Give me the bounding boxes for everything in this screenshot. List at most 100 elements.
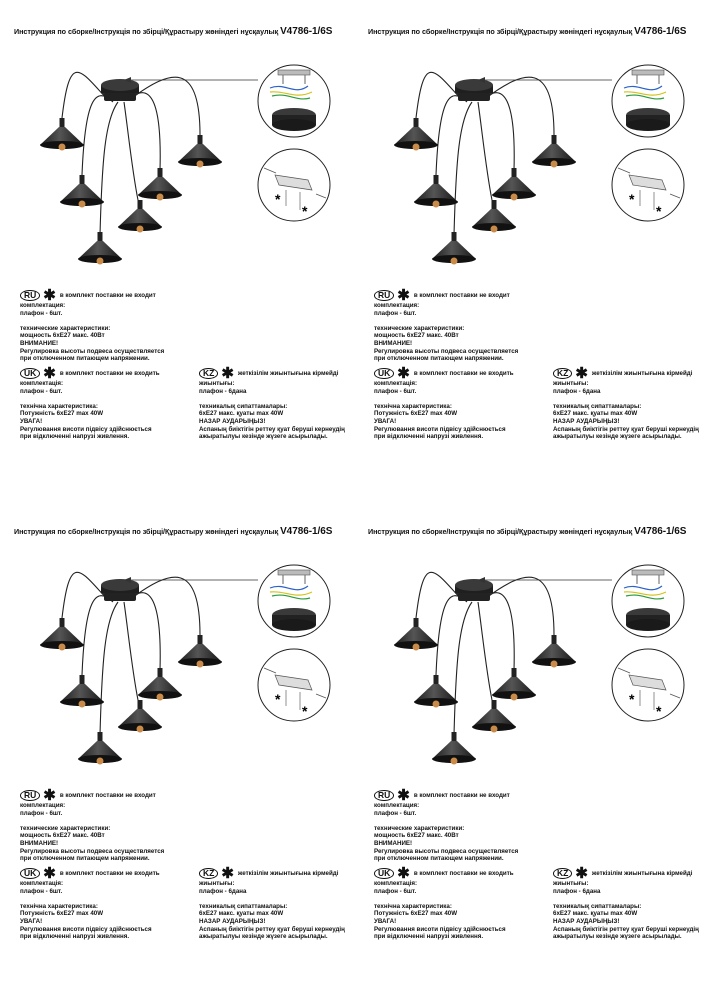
uk-section: UK✱в комплект поставки не входить компле… <box>20 864 160 941</box>
uk-badge: UK <box>374 868 395 879</box>
ru-line: комплектация: <box>374 802 420 809</box>
ru-line: мощность 6хЕ27 макс. 40Вт <box>374 332 459 340</box>
uk-line: комплектація: <box>20 880 64 887</box>
uk-line: УВАГА! <box>20 917 43 925</box>
uk-line: Потужність 6хЕ27 max 40W <box>20 910 104 918</box>
star-icon: ✱ <box>397 864 410 882</box>
ru-line: при отключенном питающем напряжении. <box>374 355 504 363</box>
ru-line: мощность 6хЕ27 макс. 40Вт <box>20 332 105 340</box>
model-number: V4786-1/6S <box>280 526 333 537</box>
ru-line <box>20 317 164 325</box>
star-icon: ✱ <box>43 786 56 804</box>
kz-line: НАЗАР АУДАРЫҢЫЗ! <box>199 917 266 925</box>
kz-line: техникалық сипаттамалары: <box>199 402 288 410</box>
title-text: Инструкция по сборке/Інструкція по збірц… <box>368 527 635 536</box>
uk-line <box>20 895 160 903</box>
ru-line: комплектация: <box>374 302 420 309</box>
ru-line: при отключенном питающем напряжении. <box>374 855 504 863</box>
callout-arrow <box>124 577 258 583</box>
kz-line <box>553 395 699 403</box>
kz-not-included: жеткізілім жиынтығына кірмейді <box>237 370 339 377</box>
ceiling-canopy <box>101 579 139 601</box>
star-mark: * <box>275 191 281 207</box>
uk-line: Потужність 6хЕ27 max 40W <box>20 410 104 418</box>
kz-not-included: жеткізілім жиынтығына кірмейді <box>237 870 339 877</box>
kz-badge: KZ <box>553 868 573 879</box>
ru-badge: RU <box>20 290 41 301</box>
ru-line: при отключенном питающем напряжении. <box>20 355 150 363</box>
ru-line: Регулировка высоты подвеса осуществляетс… <box>20 347 165 355</box>
ru-line: комплектация: <box>20 302 66 309</box>
ru-line: плафон - 6шт. <box>374 309 417 317</box>
detail-canopy-wiring <box>257 64 331 138</box>
title-text: Инструкция по сборке/Інструкція по збірц… <box>14 527 281 536</box>
uk-line: УВАГА! <box>374 417 397 425</box>
instruction-title: Инструкция по сборке/Інструкція по збірц… <box>368 26 686 37</box>
ru-line: комплектация: <box>20 802 66 809</box>
star-icon: ✱ <box>43 364 56 382</box>
ru-not-included: в комплект поставки не входит <box>413 292 510 299</box>
star-mark: * <box>656 203 662 219</box>
uk-line: при відключенні напрузі живлення. <box>20 933 130 941</box>
ru-line: мощность 6хЕ27 макс. 40Вт <box>20 832 105 840</box>
star-icon: ✱ <box>221 864 234 882</box>
kz-section: KZ✱жеткізілім жиынтығына кірмейді жиынты… <box>553 364 699 441</box>
uk-line: плафон - 6шт. <box>374 887 417 895</box>
kz-line: ажыратылуы кезінде жүзеге асырылады. <box>553 433 682 441</box>
ru-line: при отключенном питающем напряжении. <box>20 855 150 863</box>
ru-line: технические характеристики: <box>374 324 465 332</box>
lamp-shades <box>40 118 222 265</box>
ru-line: Регулировка высоты подвеса осуществляетс… <box>374 847 519 855</box>
uk-line: комплектація: <box>20 380 64 387</box>
ru-section: RU✱в комплект поставки не входит комплек… <box>374 788 519 863</box>
uk-line: плафон - 6шт. <box>374 387 417 395</box>
instruction-title: Инструкция по сборке/Інструкція по збірц… <box>368 526 686 537</box>
kz-line: НАЗАР АУДАРЫҢЫЗ! <box>553 417 620 425</box>
uk-badge: UK <box>20 368 41 379</box>
instruction-title: Инструкция по сборке/Інструкція по збірц… <box>14 26 332 37</box>
star-icon: ✱ <box>575 364 588 382</box>
ru-line <box>374 317 518 325</box>
instruction-title: Инструкция по сборке/Інструкція по збірц… <box>14 526 332 537</box>
detail-mounting-bracket: * * <box>611 148 685 222</box>
ru-line: Регулировка высоты подвеса осуществляетс… <box>374 347 519 355</box>
uk-line: Потужність 6хЕ27 max 40W <box>374 910 458 918</box>
kz-badge: KZ <box>553 368 573 379</box>
uk-line: Регулювання висоти підвісу здійснюється <box>374 425 506 433</box>
instruction-copy-top-left: Инструкция по сборке/Інструкція по збірц… <box>0 0 353 500</box>
ru-line: мощность 6хЕ27 макс. 40Вт <box>374 832 459 840</box>
star-icon: ✱ <box>43 864 56 882</box>
kz-line: техникалық сипаттамалары: <box>199 902 288 910</box>
ru-line: технические характеристики: <box>20 324 111 332</box>
uk-not-included: в комплект поставки не входить <box>413 870 514 877</box>
detail-mounting-bracket: * * <box>257 648 331 722</box>
star-icon: ✱ <box>575 864 588 882</box>
uk-line: Регулювання висоти підвісу здійснюється <box>20 425 152 433</box>
callout-arrow <box>478 77 612 83</box>
uk-line: технічна характеристика: <box>374 402 452 410</box>
uk-line: комплектація: <box>374 880 418 887</box>
star-mark: * <box>656 703 662 719</box>
instruction-copy-bottom-right: Инструкция по сборке/Інструкція по збірц… <box>354 500 707 1000</box>
kz-line: 6хЕ27 макс. қуаты max 40W <box>553 410 638 418</box>
ru-line: плафон - 6шт. <box>374 809 417 817</box>
uk-line: УВАГА! <box>20 417 43 425</box>
chandelier-illustration: * * <box>394 564 685 765</box>
title-text: Инструкция по сборке/Інструкція по збірц… <box>14 27 281 36</box>
model-number: V4786-1/6S <box>280 26 333 37</box>
uk-line: Регулювання висоти підвісу здійснюється <box>20 925 152 933</box>
uk-badge: UK <box>374 368 395 379</box>
kz-line: плафон - 6дана <box>553 387 601 395</box>
lamp-shades <box>394 618 576 765</box>
ru-badge: RU <box>20 790 41 801</box>
detail-canopy-wiring <box>611 564 685 638</box>
ru-section: RU✱в комплект поставки не входит комплек… <box>20 786 164 863</box>
ru-section: RU✱в комплект поставки не входит комплек… <box>374 288 519 363</box>
uk-line: Потужність 6хЕ27 max 40W <box>374 410 458 418</box>
kz-line: Аспаның биіктігін реттеу қуат беруші кер… <box>553 425 699 433</box>
uk-badge: UK <box>20 868 41 879</box>
ru-not-included: в комплект поставки не входит <box>59 292 156 299</box>
uk-line: технічна характеристика: <box>20 402 98 410</box>
ru-line: технические характеристики: <box>20 824 111 832</box>
chandelier-illustration: * * <box>40 64 331 265</box>
